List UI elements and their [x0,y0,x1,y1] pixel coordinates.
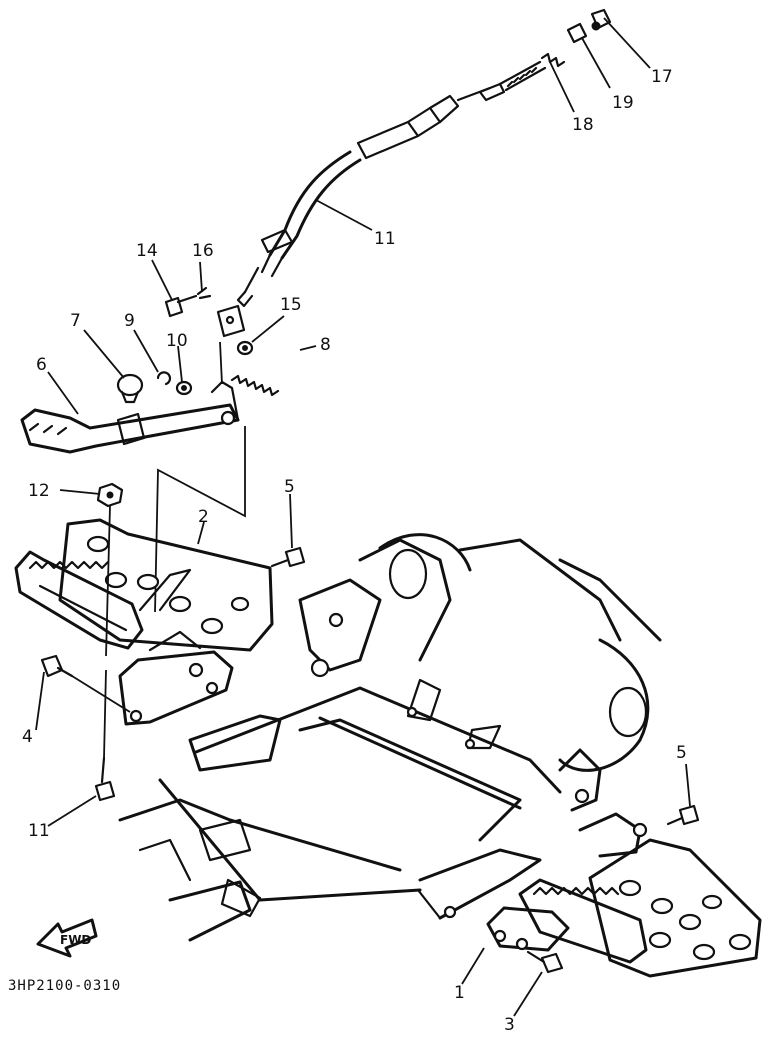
clevis [216,304,246,338]
bolt-5-lower [666,804,700,826]
diagram-code: 3HP2100-0310 [8,978,121,994]
callout-1: 1 [454,983,465,1003]
brake-pedal [20,380,240,454]
callout-4: 4 [22,727,33,747]
left-footrest-bracket [58,518,274,652]
right-footpeg [486,878,648,964]
washer-10 [175,380,193,396]
callout-5-upper: 5 [284,477,295,497]
callout-7: 7 [70,311,81,331]
callout-10: 10 [166,331,188,351]
callout-9: 9 [124,311,135,331]
left-footpeg [14,550,144,650]
callout-18: 18 [572,115,594,135]
callout-2: 2 [198,507,209,527]
callout-17: 17 [651,67,673,87]
fwd-arrow-icon: FWD [36,918,98,958]
bolt-4 [40,654,74,678]
callout-12: 12 [28,481,50,501]
nut-12 [96,482,124,508]
guide-line-nut [105,505,111,657]
washer-15 [236,340,254,356]
pin-14 [164,294,198,318]
callout-3: 3 [504,1015,515,1035]
pedal-cap-7 [116,373,144,404]
left-mount-plate [118,568,234,726]
frame [118,533,662,942]
leader-lines [35,17,691,1017]
callout-15: 15 [280,295,302,315]
cable-joint-17 [590,8,612,31]
callout-19: 19 [612,93,634,113]
fwd-label: FWD [60,933,91,947]
callout-11-cable: 11 [374,229,396,249]
guide-line-bolt-4 [71,675,131,713]
callouts: 17 19 18 11 14 16 15 8 7 9 10 6 12 2 5 4… [22,67,687,1035]
callout-5-lower: 5 [676,743,687,763]
right-footrest-bracket [578,812,762,978]
cable-end-19 [566,22,588,44]
bolt-3 [526,950,564,974]
callout-6: 6 [36,355,47,375]
brake-cable [236,52,566,308]
guide-line-bolt-11 [103,669,107,759]
callout-11-lower: 11 [28,821,50,841]
cotter-pin-16 [196,286,212,300]
bolt-11-lower [94,756,116,802]
spring-8 [230,374,280,397]
callout-14: 14 [136,241,158,261]
clip-9 [156,371,172,386]
bolt-5-upper [270,546,306,568]
guide-line-lever [219,341,223,385]
callout-8: 8 [320,335,331,355]
callout-16: 16 [192,241,214,261]
